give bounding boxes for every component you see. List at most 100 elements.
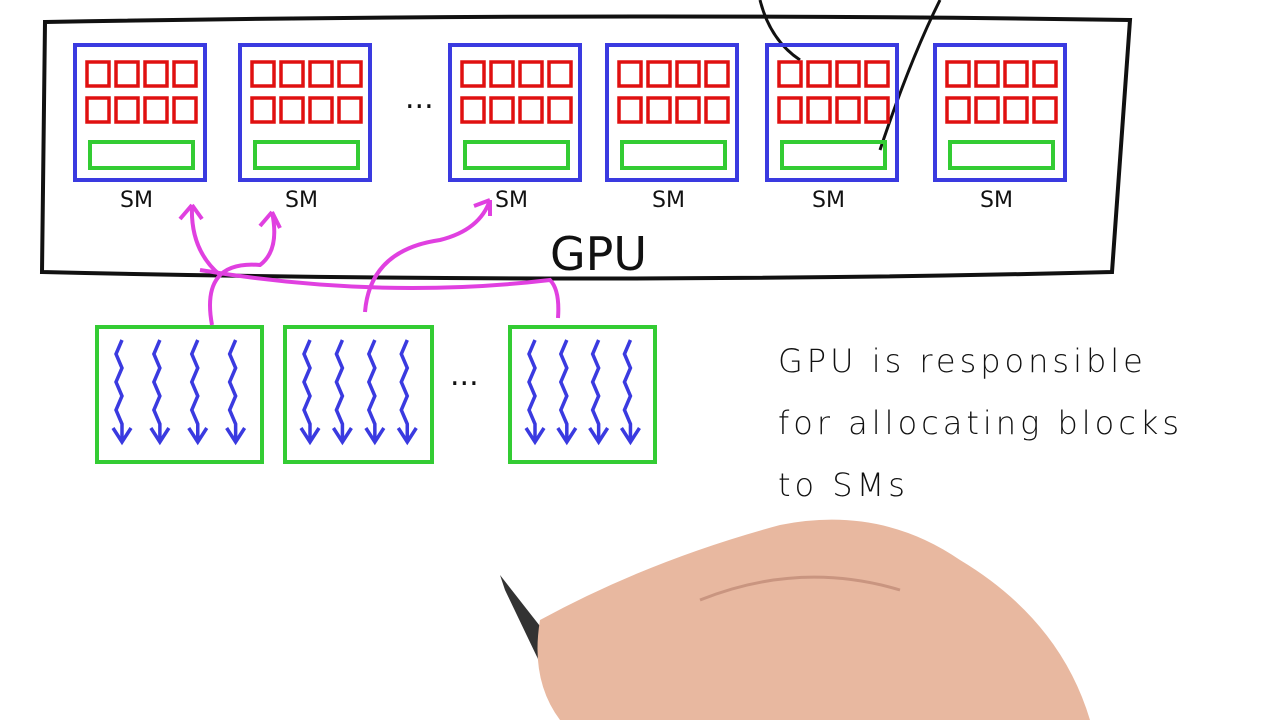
core [489, 60, 515, 88]
thread-arrow [399, 339, 410, 440]
wire [758, 0, 942, 151]
thread-arrow [189, 339, 200, 440]
thread-arrow [366, 339, 377, 440]
thread-arrow [334, 339, 345, 440]
core [143, 96, 169, 124]
explanation-note: GPU is responsible for allocating blocks… [778, 330, 1248, 516]
arrow-head [299, 427, 321, 446]
core [617, 60, 643, 88]
core [1032, 60, 1058, 88]
sm-3: SM [448, 43, 582, 213]
core [974, 60, 1000, 88]
core [864, 96, 890, 124]
sm-border [765, 43, 899, 182]
sm-label: SM [495, 188, 528, 213]
allocation-arrows [178, 198, 561, 326]
note-line: GPU is responsible [778, 342, 1147, 380]
arrow-head [149, 427, 171, 446]
sm-border [238, 43, 372, 182]
core [172, 60, 198, 88]
core [864, 60, 890, 88]
note-line: for allocating blocks [778, 404, 1184, 442]
sm-ellipsis: ... [405, 81, 434, 116]
core [85, 60, 111, 88]
shared-memory [948, 140, 1055, 170]
block-border [95, 325, 264, 464]
arrow-head [225, 427, 247, 446]
thread-block-3 [508, 325, 657, 464]
note-line: to SMs [778, 466, 909, 504]
core [460, 96, 486, 124]
core [704, 60, 730, 88]
core [518, 96, 544, 124]
core [518, 60, 544, 88]
core [547, 96, 573, 124]
arrow-head [396, 427, 418, 446]
arrow-head [331, 427, 353, 446]
sm-5: SM [765, 43, 899, 213]
sm-label: SM [812, 188, 845, 213]
arrow-head [556, 427, 578, 446]
sm-border [73, 43, 207, 182]
thread-arrow [622, 339, 633, 440]
core [114, 96, 140, 124]
thread-arrow [114, 339, 124, 440]
core [1003, 96, 1029, 124]
core [308, 60, 334, 88]
sm-label: SM [652, 188, 685, 213]
sm-label: SM [980, 188, 1013, 213]
core [1003, 60, 1029, 88]
core [250, 60, 276, 88]
core [114, 60, 140, 88]
sm-2: SM [238, 43, 372, 213]
gpu-label: GPU [550, 227, 647, 281]
thread-arrow [227, 339, 238, 440]
core [806, 60, 832, 88]
core [835, 96, 861, 124]
arrow-head [364, 427, 386, 446]
core [646, 96, 672, 124]
shared-memory [253, 140, 360, 170]
core [279, 60, 305, 88]
core [172, 96, 198, 124]
core [806, 96, 832, 124]
sm-border [605, 43, 739, 182]
arrow-head [111, 427, 133, 446]
shared-memory [463, 140, 570, 170]
shared-memory [780, 140, 887, 170]
thread-arrow [590, 339, 601, 440]
core [547, 60, 573, 88]
sm-label: SM [120, 188, 153, 213]
sm-6: SM [933, 43, 1067, 213]
thread-block-1 [95, 325, 264, 464]
core [85, 96, 111, 124]
block-border [283, 325, 434, 464]
hand-with-pen [500, 519, 1090, 720]
core [646, 60, 672, 88]
arrow-head [619, 427, 641, 446]
core [337, 96, 363, 124]
arrow-head [588, 427, 610, 446]
thread-arrow [151, 339, 162, 440]
core [308, 96, 334, 124]
core [617, 96, 643, 124]
thread-arrow [302, 339, 312, 440]
sm-border [448, 43, 582, 182]
arrow-head [187, 427, 209, 446]
sm-4: SM [605, 43, 739, 213]
thread-block-2 [283, 325, 434, 464]
core [1032, 96, 1058, 124]
shared-memory [88, 140, 195, 170]
sm-label: SM [285, 188, 318, 213]
core [945, 96, 971, 124]
arrow-head [524, 427, 546, 446]
core [279, 96, 305, 124]
block-border [508, 325, 657, 464]
core [143, 60, 169, 88]
core [974, 96, 1000, 124]
core [704, 96, 730, 124]
core [250, 96, 276, 124]
sm-border [933, 43, 1067, 182]
block-ellipsis: ... [450, 358, 479, 393]
